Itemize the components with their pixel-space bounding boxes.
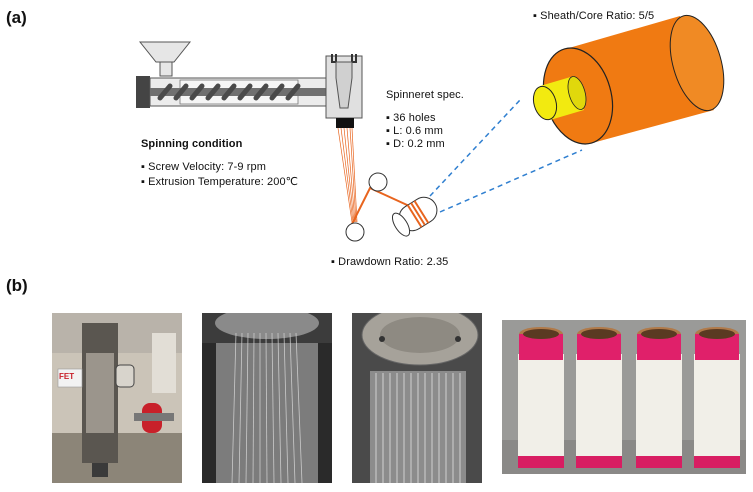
bobbin xyxy=(636,327,682,468)
spinning-condition-item: ▪ Screw Velocity: 7-9 rpm xyxy=(141,161,266,173)
panel-b-label: (b) xyxy=(6,276,28,295)
fiber-path xyxy=(349,186,419,229)
hopper xyxy=(138,41,192,63)
spinning-condition-title: Spinning condition xyxy=(141,138,243,150)
roller-bottom xyxy=(345,222,365,242)
roller-top xyxy=(368,172,388,192)
spinneret-plate-photo xyxy=(352,313,482,483)
spinning-schematic xyxy=(136,14,725,242)
spinning-condition-item: ▪ Extrusion Temperature: 200℃ xyxy=(141,176,299,188)
motor-block xyxy=(136,76,150,108)
spinneret-spec-title: Spinneret spec. xyxy=(386,89,464,101)
fiber-bobbins-photo xyxy=(502,320,746,474)
spinneret-filaments-photo xyxy=(202,313,332,483)
bobbin xyxy=(694,327,740,468)
fet-logo: FET xyxy=(59,372,75,381)
spinning-machine-photo: FET xyxy=(52,313,182,483)
sheath-core-ratio-label: ▪ Sheath/Core Ratio: 5/5 xyxy=(533,10,655,22)
drawdown-ratio-label: ▪ Drawdown Ratio: 2.35 xyxy=(331,256,449,268)
spinneret-nozzle xyxy=(336,118,354,128)
bobbin xyxy=(518,327,564,468)
panel-a-label: (a) xyxy=(6,8,27,27)
hopper-neck xyxy=(159,61,173,77)
screw-flights xyxy=(157,83,301,101)
spinneret-spec-item: ▪ L: 0.6 mm xyxy=(386,125,443,137)
spinneret-spec-item: ▪ 36 holes xyxy=(386,112,436,124)
filament-bundle xyxy=(337,127,358,223)
spinneret-spec-item: ▪ D: 0.2 mm xyxy=(386,138,445,150)
zoom-link-lower xyxy=(439,149,583,213)
zoom-link-upper xyxy=(429,99,521,197)
winder-bobbin xyxy=(391,196,438,237)
bobbin xyxy=(576,327,622,468)
sheath-core-fiber xyxy=(532,14,725,145)
screw-shaft xyxy=(150,88,326,96)
